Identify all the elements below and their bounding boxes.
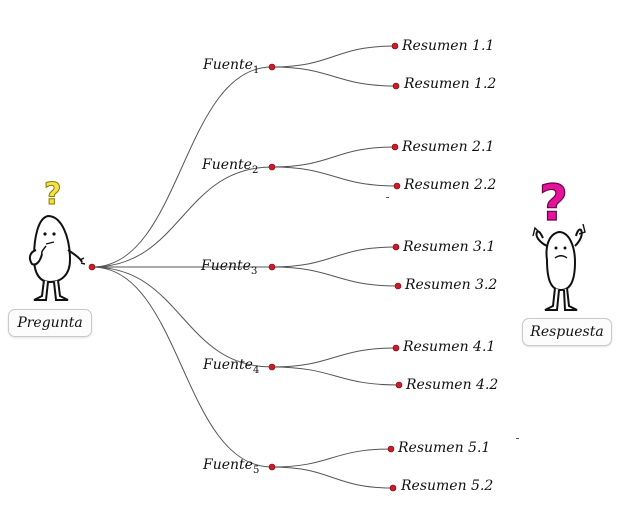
source-name: Fuente xyxy=(203,357,253,373)
edge-source-1-to-summary-2 xyxy=(271,66,397,87)
edge-question-to-source-2 xyxy=(91,166,273,268)
summary-label-2-2: Resumen 2.2 xyxy=(404,177,497,193)
summary-node-4-2 xyxy=(395,381,403,389)
answer-question-mark-icon: ? xyxy=(539,176,568,232)
edge-question-to-source-1 xyxy=(91,66,273,268)
summary-node-1-2 xyxy=(392,82,400,90)
stray-mark xyxy=(386,197,389,198)
summary-label-1-1: Resumen 1.1 xyxy=(402,38,495,54)
question-label: Pregunta xyxy=(8,309,92,337)
edge-source-3-to-summary-2 xyxy=(271,266,399,287)
source-index: 4 xyxy=(252,364,260,376)
source-node-1 xyxy=(268,63,276,71)
answer-label: Respuesta xyxy=(522,318,612,346)
source-node-4 xyxy=(268,363,276,371)
source-index: 5 xyxy=(252,464,260,476)
source-label-3: Fuente3 xyxy=(201,258,257,280)
summary-label-5-2: Resumen 5.2 xyxy=(401,478,494,494)
source-name: Fuente xyxy=(203,57,253,73)
edge-source-5-to-summary-2 xyxy=(271,466,394,489)
source-name: Fuente xyxy=(203,457,253,473)
source-node-3 xyxy=(268,263,276,271)
summary-label-5-1: Resumen 5.1 xyxy=(398,440,491,456)
summary-node-2-1 xyxy=(391,143,399,151)
summary-label-4-1: Resumen 4.1 xyxy=(403,339,496,355)
edge-source-2-to-summary-2 xyxy=(271,166,398,187)
edge-source-1-to-summary-1 xyxy=(271,45,396,68)
question-node xyxy=(88,263,96,271)
answer-person-icon: ? xyxy=(532,176,586,311)
question-mark-icon: ? xyxy=(44,178,61,212)
source-index: 3 xyxy=(250,265,258,277)
summary-node-1-1 xyxy=(391,42,399,50)
edge-source-4-to-summary-2 xyxy=(271,366,400,386)
summary-node-2-2 xyxy=(393,182,401,190)
source-name: Fuente xyxy=(202,157,252,173)
edge-source-2-to-summary-1 xyxy=(271,146,396,168)
summary-node-5-2 xyxy=(389,484,397,492)
summary-label-3-1: Resumen 3.1 xyxy=(403,239,496,255)
source-label-2: Fuente2 xyxy=(202,157,258,179)
source-index: 2 xyxy=(251,164,259,176)
source-label-4: Fuente4 xyxy=(203,357,259,379)
edge-question-to-source-5 xyxy=(91,266,273,468)
source-label-1: Fuente1 xyxy=(203,57,259,79)
summary-label-4-2: Resumen 4.2 xyxy=(406,377,499,393)
summary-node-5-1 xyxy=(387,445,395,453)
summary-node-3-2 xyxy=(394,282,402,290)
summary-label-3-2: Resumen 3.2 xyxy=(405,277,498,293)
summary-label-2-1: Resumen 2.1 xyxy=(402,139,495,155)
summary-node-4-1 xyxy=(392,344,400,352)
source-node-5 xyxy=(268,463,276,471)
edge-source-5-to-summary-1 xyxy=(271,448,392,468)
edge-source-4-to-summary-1 xyxy=(271,347,397,368)
source-index: 1 xyxy=(252,64,260,76)
source-label-5: Fuente5 xyxy=(203,457,259,479)
source-node-2 xyxy=(268,163,276,171)
edge-source-3-to-summary-1 xyxy=(271,246,397,268)
stray-mark xyxy=(516,438,519,439)
edge-question-to-source-4 xyxy=(91,266,273,368)
stray-mark xyxy=(486,489,489,490)
summary-label-1-2: Resumen 1.2 xyxy=(404,76,497,92)
summary-node-3-1 xyxy=(392,243,400,251)
question-person-icon: ? xyxy=(28,178,86,301)
source-name: Fuente xyxy=(201,258,251,274)
